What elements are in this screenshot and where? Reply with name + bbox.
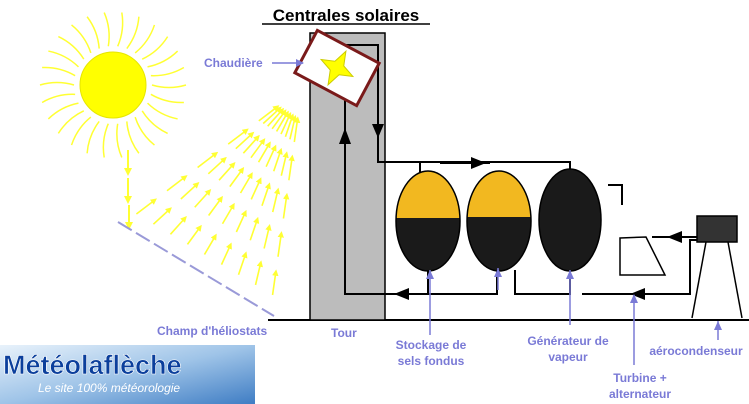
sun-icon <box>39 12 187 158</box>
label-tower: Tour <box>331 326 357 340</box>
label-storage-1: Stockage de <box>396 338 467 352</box>
label-steam-gen-2: vapeur <box>548 350 588 364</box>
boiler <box>292 28 382 108</box>
turbine <box>619 236 667 276</box>
molten-salt-tank-cold <box>466 170 532 272</box>
label-storage-2: sels fondus <box>398 354 465 368</box>
steam-generator <box>538 168 602 272</box>
diagram-title: Centrales solaires <box>273 6 419 25</box>
label-turbine-2: alternateur <box>609 387 671 401</box>
sun-to-field-arrows <box>124 150 133 230</box>
label-turbine-1: Turbine + <box>613 371 666 385</box>
air-condenser <box>691 215 743 319</box>
label-boiler: Chaudière <box>204 56 263 70</box>
logo-name: Météolaflèche <box>3 350 182 380</box>
label-steam-gen-1: Générateur de <box>527 334 609 348</box>
logo-tagline: Le site 100% météorologie <box>38 381 180 395</box>
label-pointer-heads <box>296 59 722 330</box>
boiler-flame-icon <box>319 49 355 87</box>
flow-arrows <box>339 124 682 300</box>
label-air-condenser: aérocondenseur <box>649 344 743 358</box>
reflected-rays <box>135 105 301 296</box>
heliostat-field-line <box>117 221 275 317</box>
molten-salt-tank-hot <box>395 170 461 272</box>
label-heliostat-field: Champ d'héliostats <box>157 324 268 338</box>
site-logo: Météolaflèche Le site 100% météorologie <box>0 345 255 404</box>
